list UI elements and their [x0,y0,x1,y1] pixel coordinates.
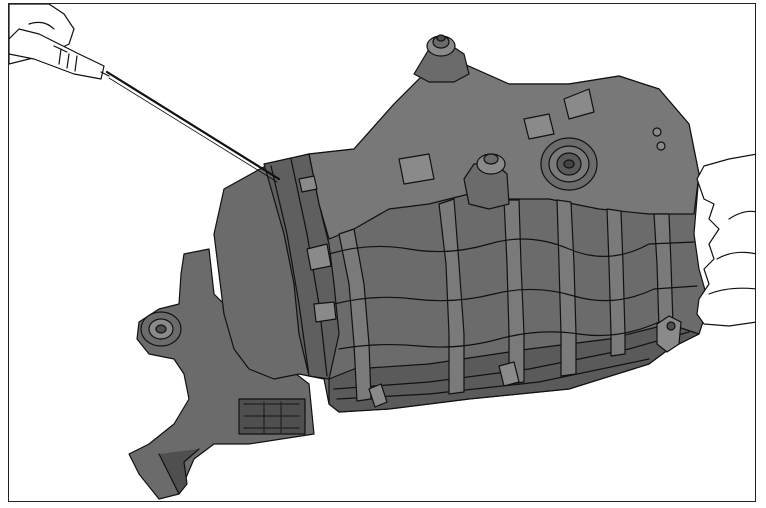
bottom-clips [368,361,520,408]
retaining-clip [656,315,682,353]
flat-screwdriver-icon [9,28,281,183]
technical-illustration [9,4,755,500]
illustration-frame [8,3,756,502]
bolt-holes [652,127,666,151]
housing-ribs [338,198,674,402]
mounting-bracket [128,248,315,500]
center-post [463,153,510,210]
mounting-grommet [140,311,182,347]
housing-body [213,63,710,413]
housing-contours [328,238,698,350]
intake-cap [413,34,470,83]
sensor-port [540,137,598,191]
hand-right [696,153,755,327]
lid-tabs [298,88,595,323]
